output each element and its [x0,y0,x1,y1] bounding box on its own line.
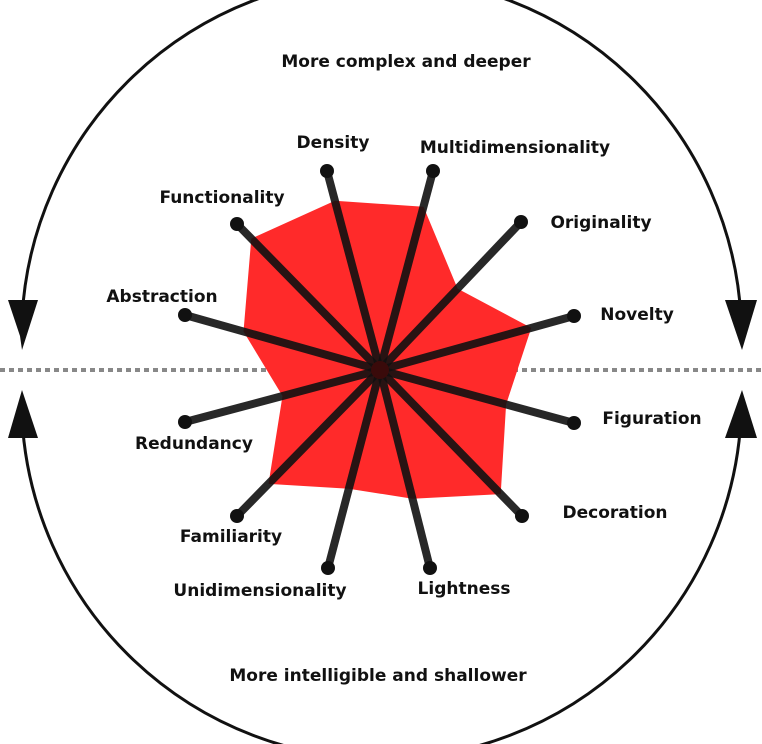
spoke-end-dot-familiarity [230,509,244,523]
axis-label-decoration: Decoration [563,503,668,523]
bottom-title: More intelligible and shallower [229,666,527,686]
spoke-end-dot-redundancy [178,415,192,429]
spoke-end-dot-novelty [567,309,581,323]
arrow-up-right-icon [725,390,757,438]
spoke-novelty [378,312,576,374]
spoke-end-dot-unidimensionality [321,561,335,575]
spoke-familiarity [234,367,383,519]
axis-label-originality: Originality [550,213,651,233]
spoke-end-dot-density [320,164,334,178]
spoke-redundancy [183,366,382,426]
axis-label-multidimensionality: Multidimensionality [420,138,610,158]
spoke-end-dot-multidimensionality [426,164,440,178]
spoke-decoration [377,367,525,519]
spoke-end-dot-functionality [230,217,244,231]
axis-label-lightness: Lightness [418,579,511,599]
spoke-abstraction [183,311,382,374]
spoke-unidimensionality [324,368,384,570]
spoke-end-dot-originality [514,215,528,229]
center-hub [371,361,389,379]
arrow-down-left-icon [8,300,38,350]
axis-label-familiarity: Familiarity [180,527,282,547]
spoke-end-dot-lightness [423,561,437,575]
spoke-figuration [378,366,576,427]
arrow-up-left-icon [8,390,38,438]
spoke-lightness [376,369,434,569]
bottom-cycle-arc [20,417,743,744]
axis-label-figuration: Figuration [602,409,701,429]
axis-label-redundancy: Redundancy [135,434,253,454]
spoke-multidimensionality [376,169,437,372]
axis-label-density: Density [297,133,370,153]
axis-label-unidimensionality: Unidimensionality [173,581,346,601]
spoke-end-dot-decoration [515,509,529,523]
axis-label-functionality: Functionality [159,188,284,208]
axis-label-novelty: Novelty [600,305,674,325]
spoke-functionality [234,221,383,373]
axis-label-abstraction: Abstraction [106,287,217,307]
spoke-originality [377,219,524,373]
top-cycle-arc [20,0,743,319]
spoke-end-dot-figuration [567,416,581,430]
arrow-down-right-icon [725,300,757,350]
top-title: More complex and deeper [281,52,531,72]
spoke-density [323,169,384,372]
spoke-end-dot-abstraction [178,308,192,322]
